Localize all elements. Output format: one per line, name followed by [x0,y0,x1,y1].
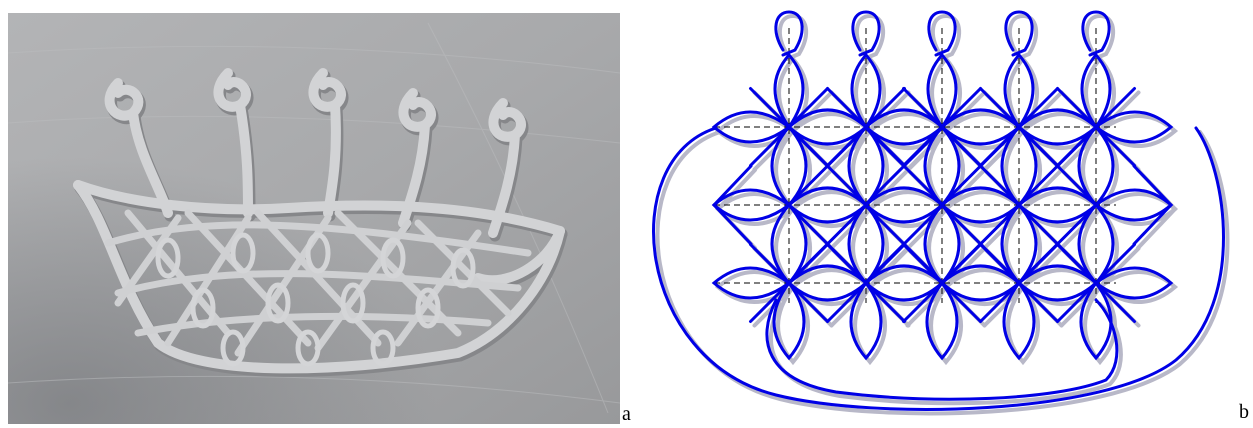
drawing-shadow [658,16,1228,413]
strand [1134,166,1171,205]
carved-relief-photo [8,13,620,424]
panel-label-b: b [1239,402,1249,422]
knotwork-line-drawing [636,0,1236,420]
panel-label-a: a [622,404,631,424]
knotwork-drawing-svg [636,0,1236,420]
carved-relief-image [8,13,620,424]
